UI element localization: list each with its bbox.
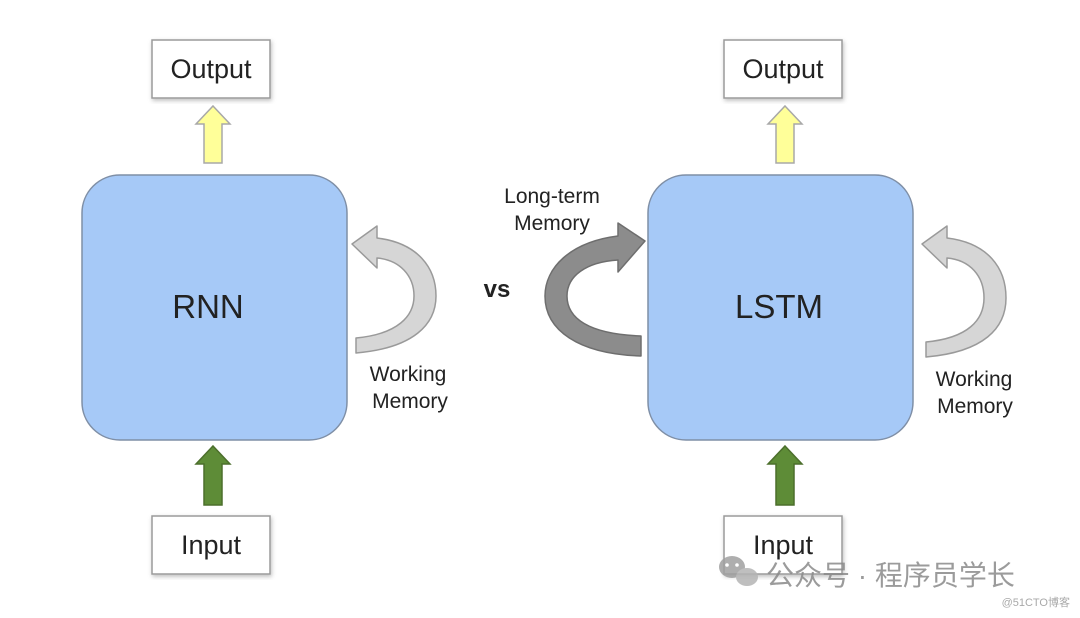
wechat-icon xyxy=(719,556,758,586)
rnn-working-memory-label-line1: Working xyxy=(370,363,447,386)
lstm-input-arrow xyxy=(766,444,804,506)
watermark: 公众号 · 程序员学长 @51CTO博客 xyxy=(719,556,1070,609)
lstm-core-label: LSTM xyxy=(735,288,823,325)
rnn-section: Output RNN Working Memory Input xyxy=(81,39,448,575)
rnn-input-box: Input xyxy=(151,515,271,575)
rnn-output-box: Output xyxy=(151,39,271,99)
lstm-working-memory-loop xyxy=(921,225,1007,358)
lstm-output-box: Output xyxy=(723,39,843,99)
lstm-longterm-memory-label-line1: Long-term xyxy=(504,185,600,208)
lstm-working-memory-label-line1: Working xyxy=(936,368,1013,391)
lstm-input-box: Input xyxy=(723,515,843,575)
lstm-input-label: Input xyxy=(753,530,814,560)
rnn-working-memory-label-line2: Memory xyxy=(372,390,448,413)
rnn-output-arrow xyxy=(194,104,232,164)
lstm-core-block xyxy=(647,174,914,441)
lstm-section: Output Long-term Memory LSTM Working Mem… xyxy=(504,39,1013,575)
rnn-core-label: RNN xyxy=(172,288,244,325)
lstm-working-memory-label-line2: Memory xyxy=(937,395,1013,418)
watermark-text: 公众号 · 程序员学长 xyxy=(766,560,1015,591)
rnn-input-arrow xyxy=(194,444,232,506)
rnn-input-label: Input xyxy=(181,530,242,560)
rnn-core-block xyxy=(81,174,348,441)
lstm-output-arrow xyxy=(766,104,804,164)
lstm-longterm-memory-loop xyxy=(544,222,646,357)
lstm-output-label: Output xyxy=(742,54,824,84)
rnn-working-memory-loop xyxy=(351,225,437,354)
watermark-source: @51CTO博客 xyxy=(1002,595,1070,609)
rnn-output-label: Output xyxy=(170,54,252,84)
vs-label: vs xyxy=(484,276,511,303)
lstm-longterm-memory-label-line2: Memory xyxy=(514,212,590,235)
